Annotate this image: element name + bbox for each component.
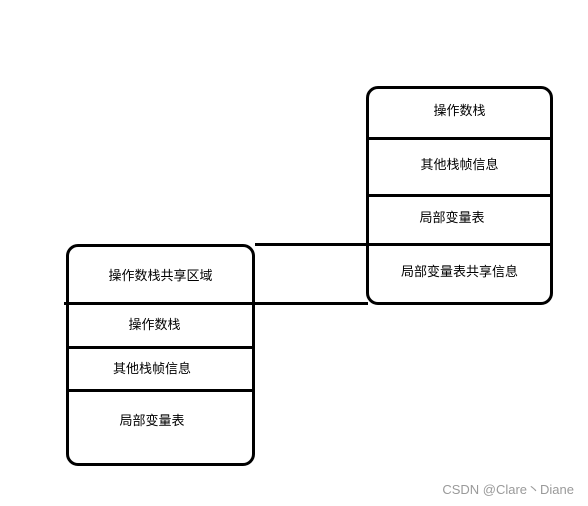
right-operand-stack-label: 操作数栈 <box>433 104 486 119</box>
left-operand-stack-label: 操作数栈 <box>128 318 181 333</box>
watermark: CSDN @Clare丶Diane <box>442 482 574 497</box>
right-stack-divider <box>368 243 551 246</box>
right-stack-divider <box>368 194 551 197</box>
left-local-variables-label: 局部变量表 <box>119 414 185 429</box>
right-stack-divider <box>368 137 551 140</box>
left-operand-stack-shared-label: 操作数栈共享区域 <box>108 269 213 284</box>
left-stack-divider <box>68 346 255 349</box>
right-other-frame-info-label: 其他栈帧信息 <box>420 158 499 173</box>
left-other-frame-info-label: 其他栈帧信息 <box>112 362 191 377</box>
left-stack-frame <box>66 244 255 466</box>
left-stack-divider <box>68 389 253 392</box>
shared-region-top-connector <box>255 243 368 246</box>
right-local-variables-shared-label: 局部变量表共享信息 <box>400 265 518 280</box>
shared-region-bottom-connector <box>64 302 368 305</box>
right-local-variables-label: 局部变量表 <box>419 211 485 226</box>
